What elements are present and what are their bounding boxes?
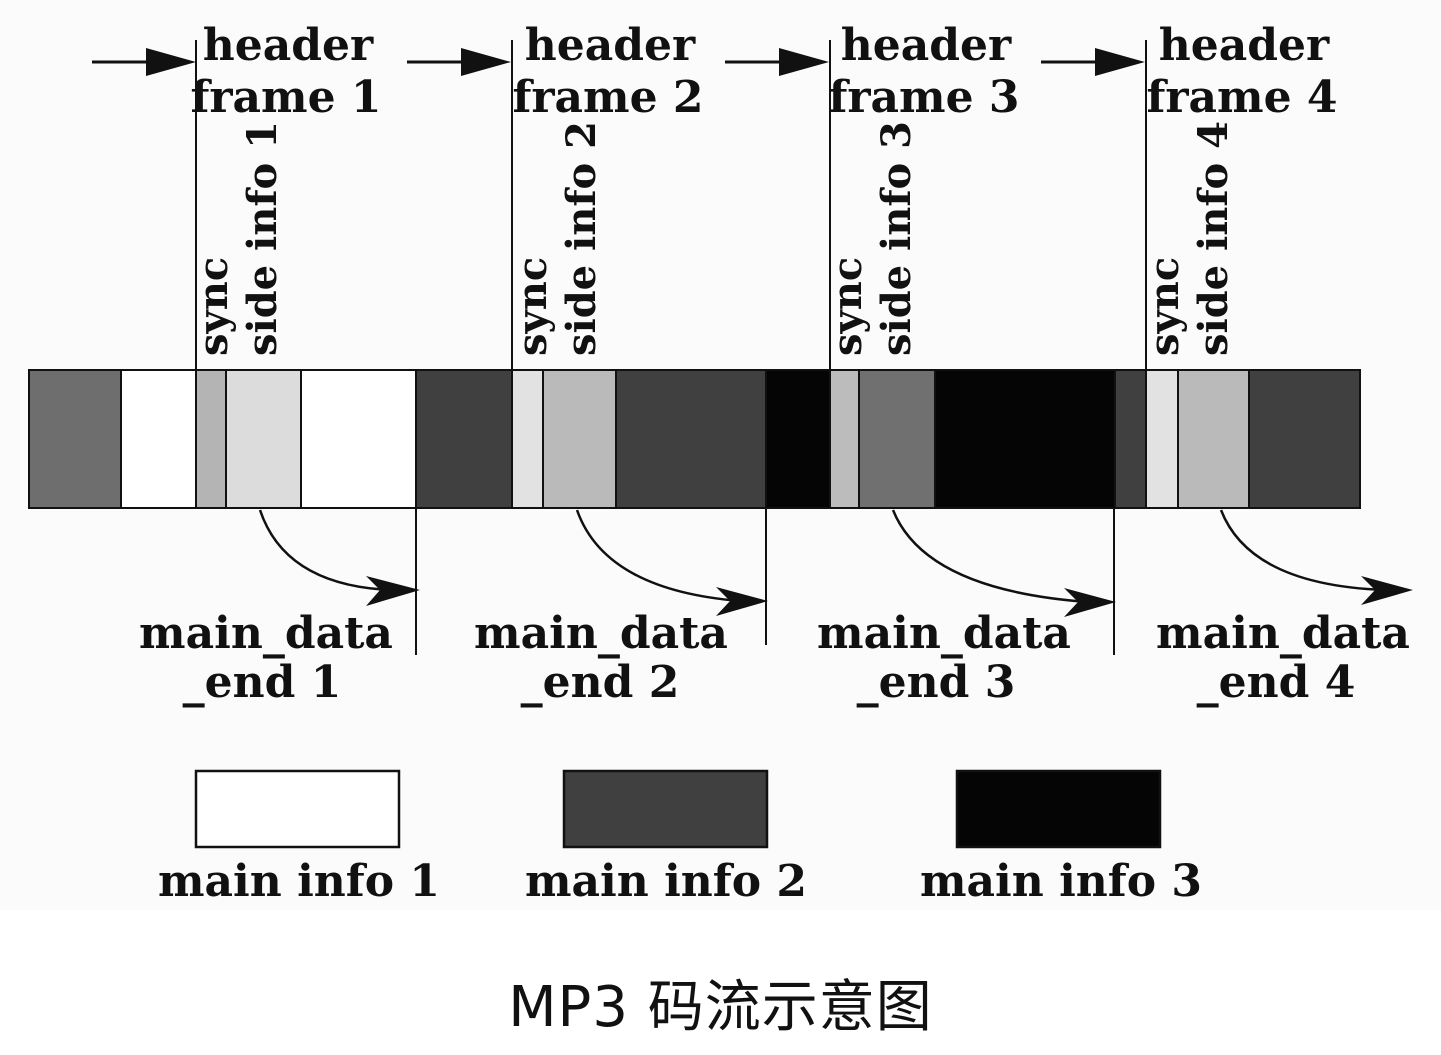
sync-label-3: sync (824, 257, 871, 356)
main-data-end-label-3a: main_data (817, 608, 1071, 659)
sync-label-1: sync (190, 257, 237, 356)
main-data-end-label-3b: _end 3 (857, 657, 1016, 708)
bitstream-segment-sync-2 (511, 369, 544, 509)
bitstream-segment-side-info-1 (225, 369, 302, 509)
header-label-3: header (841, 20, 1012, 71)
frame-label-1: frame 1 (190, 72, 381, 123)
main-data-end-arrow-3 (891, 509, 1089, 604)
header-label-1: header (203, 20, 374, 71)
bitstream-segment-side-info-3 (858, 369, 936, 509)
bitstream-segment-sync-1 (195, 369, 227, 509)
main-data-end-arrowhead-3 (1064, 588, 1116, 617)
bitstream-segment-prev-data (28, 369, 122, 509)
bitstream-segment-main-info-3 (765, 369, 831, 509)
main-data-end-arrow-2 (575, 509, 741, 603)
figure-caption: MP3 码流示意图 (508, 975, 933, 1040)
bitstream-segment-side-info-2 (542, 369, 617, 509)
main-data-end-label-4a: main_data (1156, 608, 1410, 659)
side-info-label-3: side info 3 (873, 121, 920, 356)
frame-label-3: frame 3 (828, 72, 1019, 123)
side-info-label-2: side info 2 (558, 121, 605, 356)
header-label-4: header (1159, 20, 1330, 71)
main-data-end-label-1b: _end 1 (183, 657, 342, 708)
bitstream-segment-main-info-4b (1248, 369, 1361, 509)
sync-label-4: sync (1141, 257, 1188, 356)
bitstream-segment-main-info-2b (615, 369, 767, 509)
legend-swatch-main-info-3 (955, 769, 1162, 849)
main-data-end-arrowhead-2 (716, 587, 768, 616)
bitstream-segment-main-info-1 (120, 369, 197, 509)
sync-label-2: sync (509, 257, 556, 356)
side-info-label-4: side info 4 (1190, 121, 1237, 356)
legend (194, 769, 1162, 849)
bitstream-segment-sync-4 (1145, 369, 1179, 509)
bitstream-segment-main-info-4 (1114, 369, 1147, 509)
legend-label-main-info-1: main info 1 (158, 856, 440, 907)
main-data-end-arrowhead-4 (1361, 576, 1413, 605)
frame-label-2: frame 2 (512, 72, 703, 123)
bitstream-segment-main-info-2 (415, 369, 513, 509)
main-data-end-label-4b: _end 4 (1197, 657, 1356, 708)
legend-label-main-info-2: main info 2 (525, 856, 807, 907)
legend-swatch-main-info-2 (562, 769, 769, 849)
bitstream-segment-sync-3 (829, 369, 860, 509)
legend-swatch-main-info-1 (194, 769, 401, 849)
frame-pointer-arrows (92, 48, 1145, 76)
bitstream-segment-side-info-4 (1177, 369, 1250, 509)
legend-label-main-info-3: main info 3 (920, 856, 1202, 907)
bitstream-segment-main-info-3b (934, 369, 1116, 509)
main-data-end-arrow-4 (1219, 509, 1386, 592)
main-data-end-label-1a: main_data (139, 608, 393, 659)
bitstream-bar (28, 369, 1361, 509)
frame-label-4: frame 4 (1146, 72, 1337, 123)
main-data-end-label-2b: _end 2 (521, 657, 680, 708)
main-data-end-arrowhead-1 (366, 576, 420, 606)
bitstream-segment-main-info-1b (300, 369, 417, 509)
side-info-label-1: side info 1 (239, 121, 286, 356)
main-data-end-label-2a: main_data (474, 608, 728, 659)
main-data-end-arrow-1 (258, 509, 391, 592)
header-label-2: header (525, 20, 696, 71)
